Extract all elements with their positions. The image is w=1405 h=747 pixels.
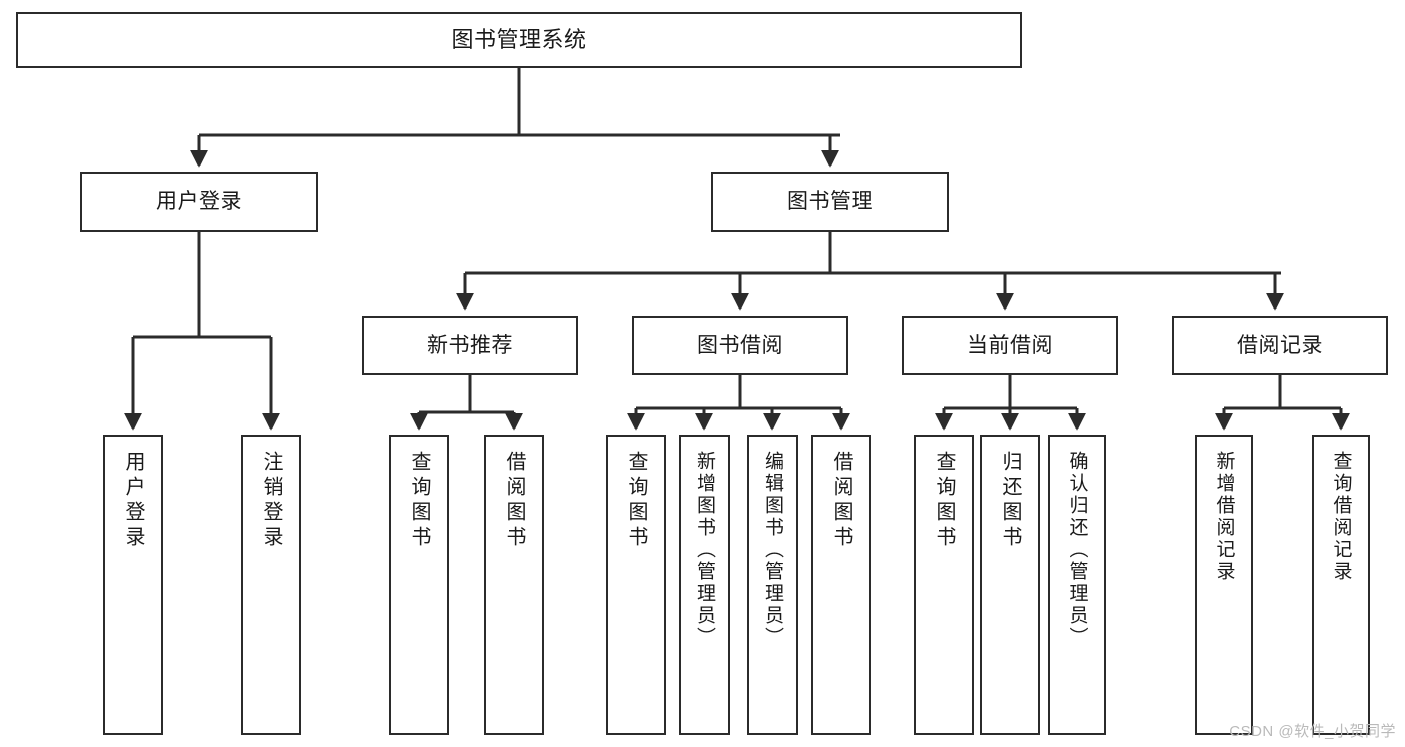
node-leaf-borrow-record-query[interactable]: 查询借阅记录 xyxy=(1312,435,1370,735)
node-leaf-current-borrow-confirm[interactable]: 确认归还（管理员） xyxy=(1048,435,1106,735)
node-root-label: 图书管理系统 xyxy=(451,26,587,52)
node-book-borrow[interactable]: 图书借阅 xyxy=(632,316,848,375)
node-leaf-user-login-logout[interactable]: 注销登录 xyxy=(241,435,301,735)
node-borrow-record-label: 借阅记录 xyxy=(1237,333,1323,357)
node-leaf-label: 确认归还（管理员） xyxy=(1066,451,1088,649)
node-leaf-book-borrow-edit[interactable]: 编辑图书（管理员） xyxy=(747,435,798,735)
node-root-book-management-system[interactable]: 图书管理系统 xyxy=(16,12,1022,68)
node-leaf-label: 查询借阅记录 xyxy=(1330,451,1352,583)
node-book-management[interactable]: 图书管理 xyxy=(711,172,949,232)
node-leaf-current-borrow-query[interactable]: 查询图书 xyxy=(914,435,974,735)
node-leaf-new-book-query[interactable]: 查询图书 xyxy=(389,435,449,735)
node-book-management-label: 图书管理 xyxy=(787,190,873,214)
node-leaf-borrow-record-add[interactable]: 新增借阅记录 xyxy=(1195,435,1253,735)
node-user-login[interactable]: 用户登录 xyxy=(80,172,318,232)
node-leaf-label: 借阅图书 xyxy=(503,451,525,551)
node-leaf-label: 注销登录 xyxy=(260,451,282,551)
node-leaf-book-borrow-query[interactable]: 查询图书 xyxy=(606,435,666,735)
node-leaf-label: 编辑图书（管理员） xyxy=(762,451,783,649)
node-new-book-recommend[interactable]: 新书推荐 xyxy=(362,316,578,375)
node-new-book-recommend-label: 新书推荐 xyxy=(427,333,513,357)
node-leaf-label: 归还图书 xyxy=(999,451,1021,551)
node-user-login-label: 用户登录 xyxy=(156,190,242,214)
node-leaf-label: 用户登录 xyxy=(122,451,144,551)
node-leaf-label: 查询图书 xyxy=(408,451,430,551)
csdn-watermark: CSDN @软件_小贺同学 xyxy=(1229,723,1396,740)
node-leaf-label: 新增图书（管理员） xyxy=(694,451,715,649)
node-leaf-label: 查询图书 xyxy=(625,451,647,551)
node-current-borrow-label: 当前借阅 xyxy=(967,333,1053,357)
node-leaf-label: 借阅图书 xyxy=(830,451,852,551)
node-leaf-new-book-borrow[interactable]: 借阅图书 xyxy=(484,435,544,735)
node-borrow-record[interactable]: 借阅记录 xyxy=(1172,316,1388,375)
node-book-borrow-label: 图书借阅 xyxy=(697,333,783,357)
node-leaf-current-borrow-return[interactable]: 归还图书 xyxy=(980,435,1040,735)
node-leaf-book-borrow-borrow[interactable]: 借阅图书 xyxy=(811,435,871,735)
node-leaf-user-login-login[interactable]: 用户登录 xyxy=(103,435,163,735)
node-leaf-book-borrow-add[interactable]: 新增图书（管理员） xyxy=(679,435,730,735)
node-leaf-label: 查询图书 xyxy=(933,451,955,551)
node-current-borrow[interactable]: 当前借阅 xyxy=(902,316,1118,375)
node-leaf-label: 新增借阅记录 xyxy=(1213,451,1235,583)
